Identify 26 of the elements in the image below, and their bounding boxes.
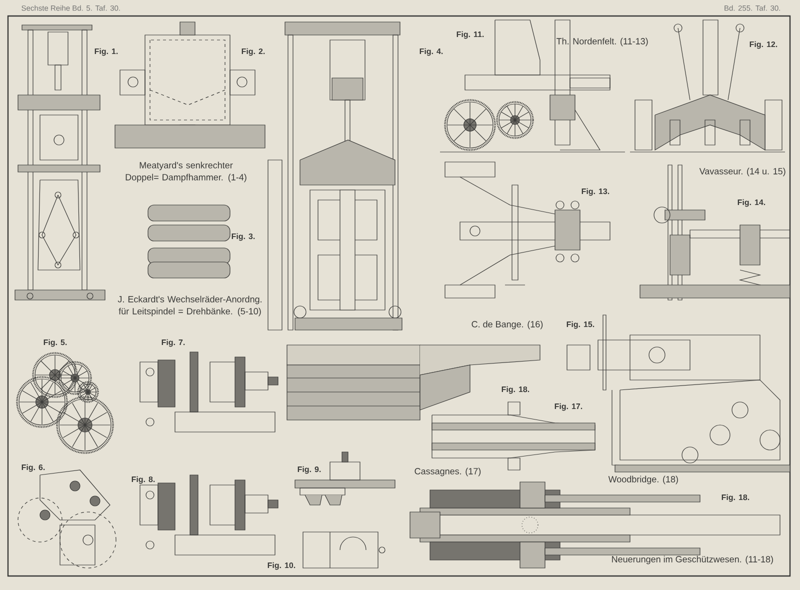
plate-heading: Neuerungen im Geschützwesen. (11-18): [612, 556, 773, 564]
figure-label: Fig. 4.: [420, 48, 443, 56]
figure-label: Fig. 18.: [502, 386, 530, 394]
figure-label: Fig. 17.: [554, 403, 582, 411]
figure-label: Fig. 9.: [298, 466, 321, 474]
figure-label: Fig. 7.: [162, 339, 185, 347]
plate-heading: J. Eckardt's Wechselräder-Anordng. für Leitspindel = Drehbänke. (5-10): [118, 296, 262, 316]
figure-label: Fig. 2.: [242, 48, 265, 56]
figure-label: Fig. 6.: [22, 464, 45, 472]
plate-heading: C. de Bange. (16): [472, 320, 543, 330]
figure-label: Fig. 12.: [750, 41, 778, 49]
plate-heading: Cassagnes. (17): [414, 468, 481, 476]
figure-label: Fig. 3.: [232, 233, 255, 241]
figure-label: Fig. 18.: [722, 494, 750, 502]
figure-label: Fig. 8.: [132, 476, 155, 484]
figure-label: Fig. 10.: [268, 562, 296, 570]
figure-label: Fig. 15.: [566, 321, 594, 329]
plate-heading: Woodbridge. (18): [608, 476, 678, 484]
plate-heading: Meatyard's senkrechter Doppel= Dampfhammer. (1-4): [126, 162, 246, 182]
plate-heading: Th. Nordenfelt. (11-13): [556, 38, 648, 46]
figure-label: Fig. 1.: [94, 48, 118, 56]
plate-heading: Vavasseur. (14 u. 15): [699, 168, 786, 176]
figure-label: Fig. 14.: [738, 199, 766, 207]
figure-label: Fig. 11.: [456, 31, 484, 39]
figure-label: Fig. 13.: [582, 188, 610, 196]
figure-label: Fig. 5.: [44, 339, 67, 347]
